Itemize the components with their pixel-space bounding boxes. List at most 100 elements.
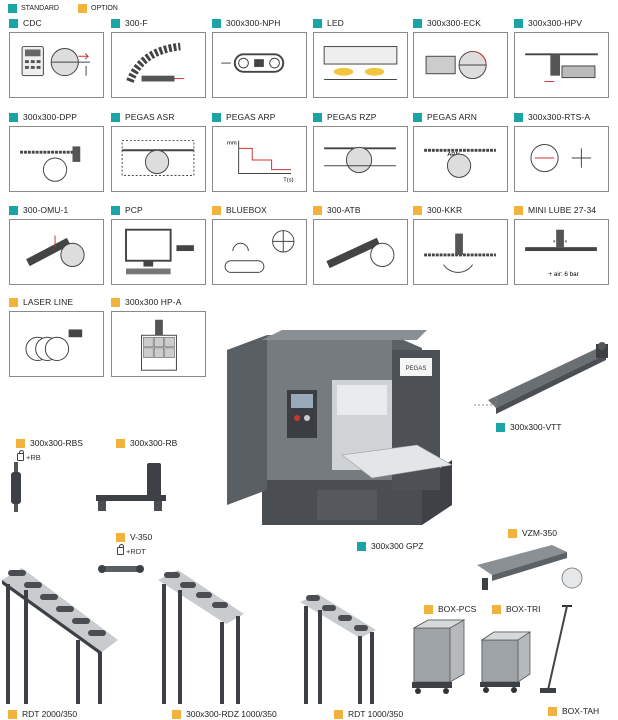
option-swatch [8,709,17,719]
tile-name: LED [327,18,344,28]
tile-illustration-mini-lube-27-34: + air: 6 bar [514,219,609,285]
tile-name: LASER LINE [23,297,74,307]
tile-illustration-300x300-nph [212,32,307,98]
standard-swatch [514,112,523,122]
tile-name: 300-OMU-1 [23,205,69,215]
option-swatch [212,205,221,215]
tile-label-300x300-eck: 300x300-ECK [413,18,481,28]
tile-label-300x300-hpv: 300x300-HPV [514,18,582,28]
rb-illustration [96,463,166,511]
option-swatch [492,604,501,614]
vtt-name: 300x300-VTT [510,422,562,432]
tile-label-300-kkr: 300-KKR [413,205,462,215]
tile-name: PEGAS RZP [327,112,377,122]
boxtri-name: BOX-TRI [506,604,541,614]
tile-name: PEGAS ARP [226,112,276,122]
tile-name: 300-F [125,18,148,28]
tile-label-pcp: PCP [111,205,143,215]
tile-illustration-300-omu-1 [9,219,104,285]
tile-label-led: LED [313,18,344,28]
boxpcs-name: BOX-PCS [438,604,477,614]
tile-illustration-bluebox [212,219,307,285]
tile-label-pegas-arp: PEGAS ARP [212,112,276,122]
tile-label-300x300-hp-a: 300x300 HP-A [111,297,181,307]
rb-label: 300x300-RB [116,438,177,448]
tile-label-pegas-arn: PEGAS ARN [413,112,477,122]
boxpcs-label: BOX-PCS [424,604,476,614]
tile-name: 300-ATB [327,205,361,215]
lock-icon [117,544,124,555]
tile-illustration-led [313,32,408,98]
boxtah-illustration [540,605,572,693]
tile-illustration-300x300-dpp [9,126,104,192]
tile-illustration-300-f [111,32,206,98]
option-swatch [514,205,523,215]
standard-swatch [357,541,366,551]
rdz-name: 300x300-RDZ 1000/350 [186,709,277,719]
svg-text:T(s): T(s) [283,177,293,183]
option-swatch [16,438,25,448]
tile-label-300x300-nph: 300x300-NPH [212,18,281,28]
rbs-name: 300x300-RBS [30,438,83,448]
gpz-name: 300x300 GPZ [371,541,424,551]
tile-illustration-pegas-arn: ARN [413,126,508,192]
vtt-leader-line [474,397,497,406]
band-saw-machine-illustration: PEGAS [227,330,453,525]
boxpcs-illustration [412,619,466,694]
tile-label-pegas-asr: PEGAS ASR [111,112,175,122]
standard-swatch [313,112,322,122]
tile-label-cdc: CDC [9,18,42,28]
tile-name: BLUEBOX [226,205,267,215]
tile-label-mini-lube-27-34: MINI LUBE 27-34 [514,205,596,215]
tile-illustration-cdc [9,32,104,98]
gpz-label: 300x300 GPZ [357,541,423,551]
option-swatch [334,709,343,719]
rdz-label: 300x300-RDZ 1000/350 [172,709,277,719]
tile-name: MINI LUBE 27-34 [528,205,597,215]
standard-swatch [111,112,120,122]
option-swatch [508,528,517,538]
tile-label-pegas-rzp: PEGAS RZP [313,112,377,122]
vzm-illustration [477,545,583,590]
standard-swatch [9,18,18,28]
boxtah-name: BOX-TAH [562,706,600,716]
standard-swatch [413,18,422,28]
tile-name: 300x300-NPH [226,18,281,28]
option-swatch [111,297,120,307]
option-swatch [424,604,433,614]
rdt-1000-label: RDT 1000/350 [334,709,403,719]
tile-name: 300-KKR [427,205,463,215]
tile-illustration-pegas-asr [111,126,206,192]
legend-option: OPTION [78,4,118,13]
standard-swatch [111,18,120,28]
tile-name: CDC [23,18,42,28]
tile-name: 300x300-HPV [528,18,583,28]
rb-name: 300x300-RB [130,438,178,448]
rdt-1000-illustration [300,594,376,704]
option-swatch [116,532,125,542]
option-swatch [313,205,322,215]
standard-swatch [212,112,221,122]
boxtri-label: BOX-TRI [492,604,540,614]
standard-swatch [9,112,18,122]
rbs-sub-text: +RB [26,453,41,462]
legend-standard-label: STANDARD [21,5,59,12]
tile-label-300x300-dpp: 300x300-DPP [9,112,77,122]
boxtah-label: BOX-TAH [548,706,599,716]
v350-sub-text: +RDT [126,547,146,556]
vzm-name: VZM-350 [522,528,557,538]
option-swatch [116,438,125,448]
standard-swatch [496,422,505,432]
rbs-label: 300x300-RBS [16,438,83,448]
tile-illustration-300-kkr [413,219,508,285]
standard-swatch [212,18,221,28]
rdt-2000-name: RDT 2000/350 [22,709,78,719]
svg-text:mm: mm [227,140,237,146]
standard-swatch [111,205,120,215]
tile-label-bluebox: BLUEBOX [212,205,267,215]
tile-name: PEGAS ASR [125,112,175,122]
legend-option-label: OPTION [91,5,118,12]
rdt-2000-label: RDT 2000/350 [8,709,77,719]
vzm-label: VZM-350 [508,528,557,538]
